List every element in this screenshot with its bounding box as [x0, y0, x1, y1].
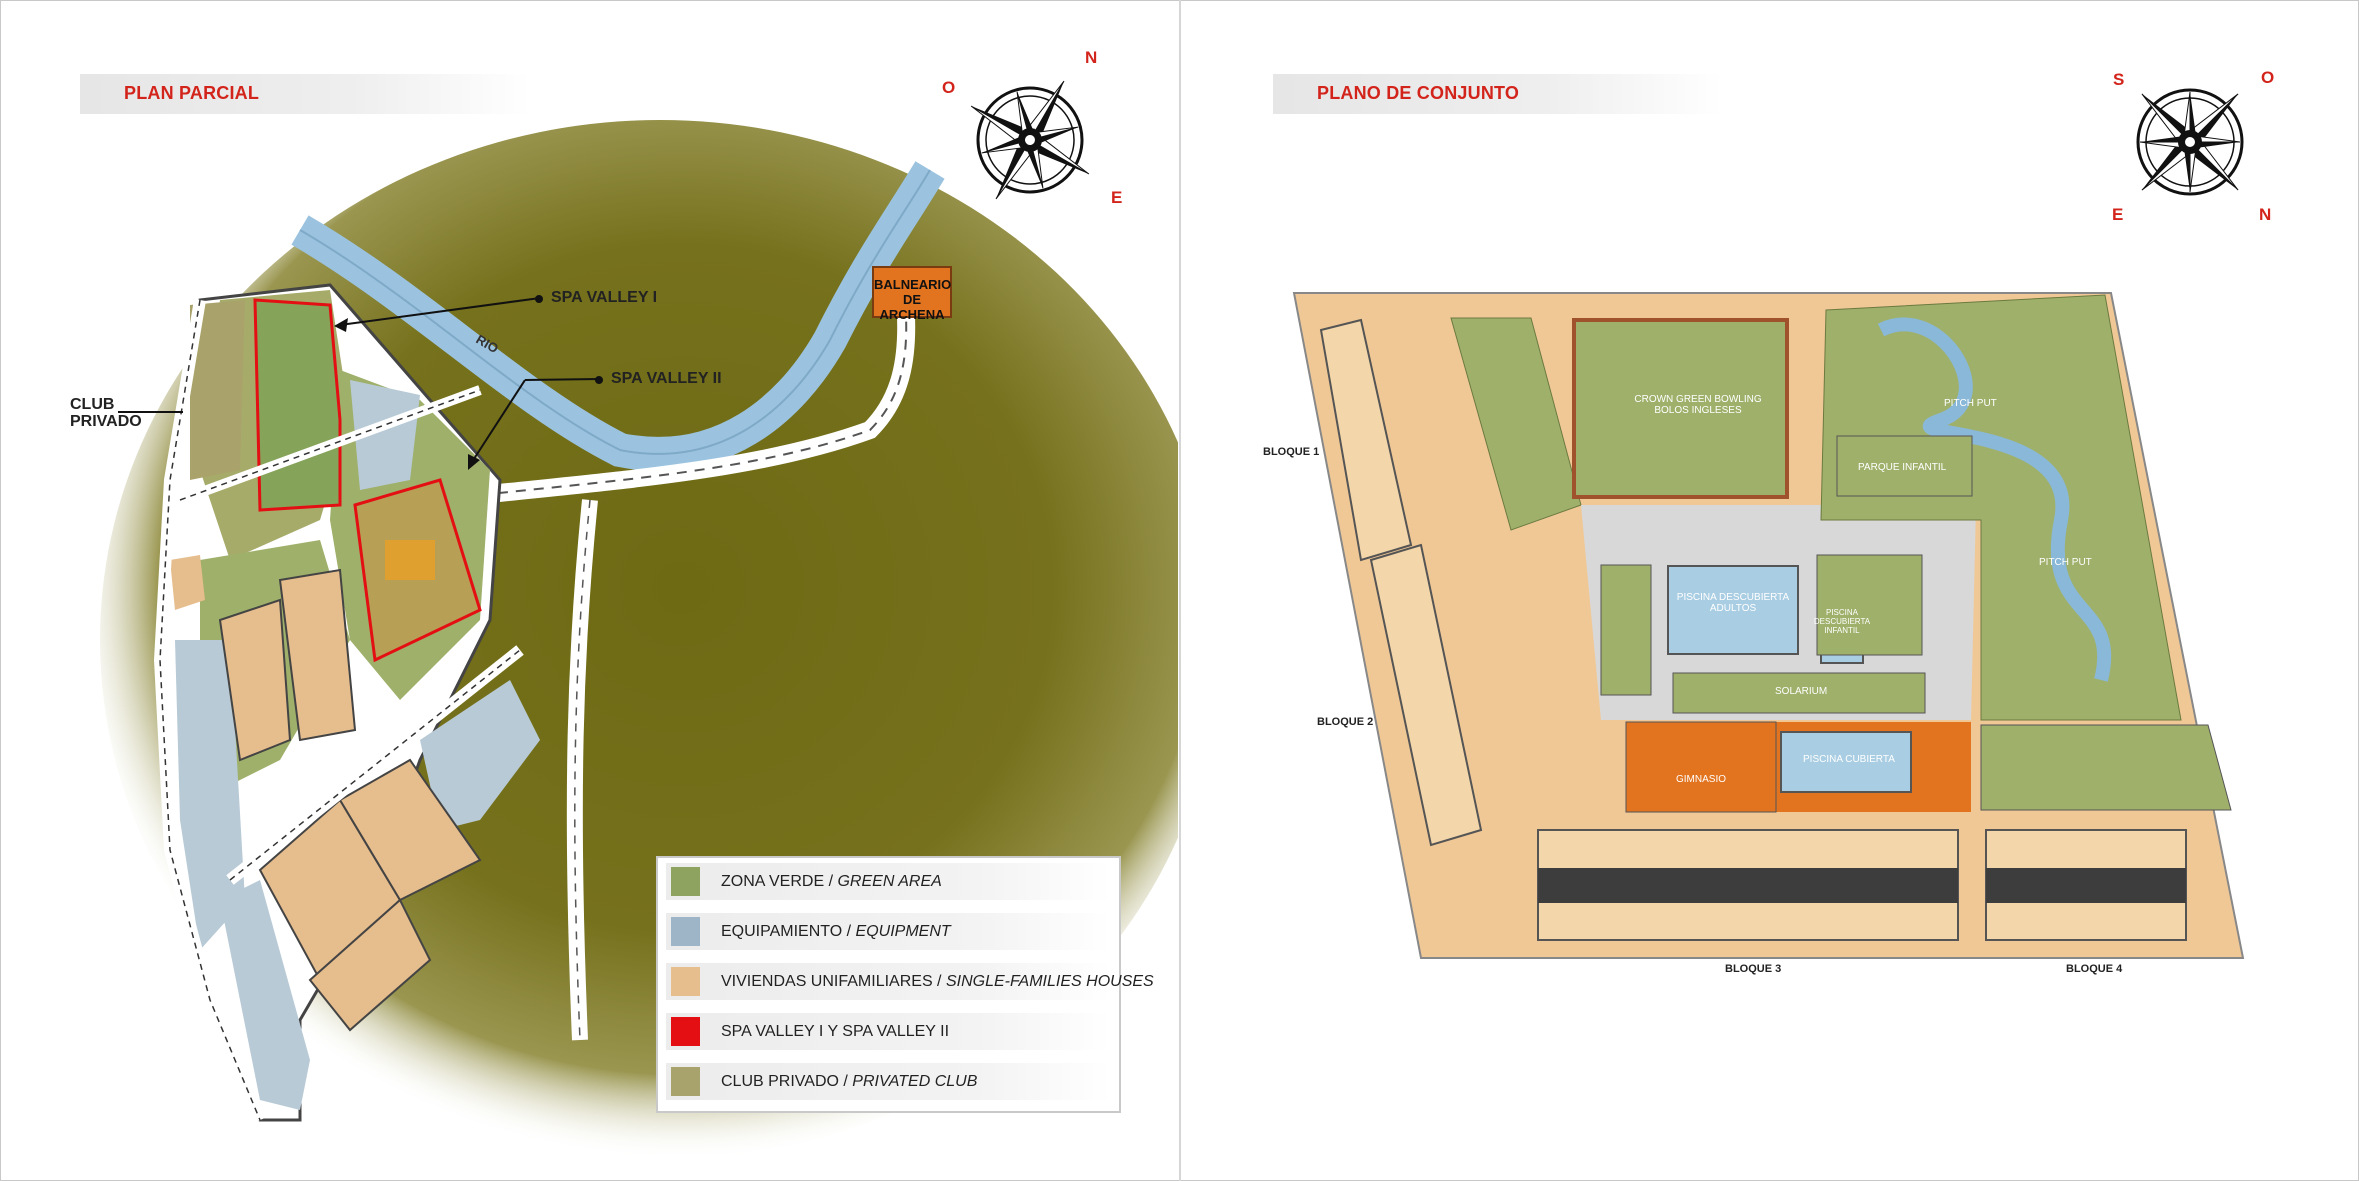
label-bowling-line2: BOLOS INGLESES	[1654, 405, 1742, 416]
balneario-line2: DE ARCHENA	[879, 292, 945, 322]
legend-label: CLUB PRIVADO /	[721, 1073, 853, 1090]
legend-item-single-family: VIVIENDAS UNIFAMILIARES / SINGLE-FAMILIE…	[666, 963, 1154, 1000]
compass-icon	[950, 60, 1110, 220]
label-piscina-adultos-line1: PISCINA DESCUBIERTA	[1676, 592, 1790, 603]
label-pitch-put-1: PITCH PUT	[1944, 398, 1997, 409]
page-title: PLANO DE CONJUNTO	[1317, 83, 1520, 103]
title-bar: PLAN PARCIAL	[80, 74, 530, 114]
legend-label: SPA VALLEY I Y SPA VALLEY II	[721, 1023, 950, 1040]
label-piscina-infantil-line2: DESCUBIERTA	[1813, 617, 1871, 626]
legend-label: EQUIPAMIENTO /	[721, 923, 856, 940]
label-piscina-cubierta: PISCINA CUBIERTA	[1803, 754, 1895, 765]
plan-parcial-page: PLAN PARCIAL N O E S	[0, 0, 1178, 1181]
site-plan	[1292, 292, 2245, 959]
balneario-label: BALNEARIO DE ARCHENA	[872, 266, 952, 322]
title-bar: PLANO DE CONJUNTO	[1273, 74, 1723, 114]
label-bowling: CROWN GREEN BOWLING BOLOS INGLESES	[1618, 394, 1778, 416]
compass-n: N	[2259, 205, 2272, 224]
legend-label-en: EQUIPMENT	[855, 923, 951, 940]
compass-w: O	[2261, 68, 2275, 87]
legend-label-en: SINGLE-FAMILIES HOUSES	[945, 973, 1154, 990]
label-parque-infantil: PARQUE INFANTIL	[1858, 462, 1947, 473]
label-spa-valley-2: SPA VALLEY II	[595, 370, 722, 387]
label-piscina-adultos: PISCINA DESCUBIERTA ADULTOS	[1668, 592, 1798, 614]
legend-item-private-club: CLUB PRIVADO / PRIVATED CLUB	[666, 1063, 1111, 1100]
compass-e: E	[1111, 188, 1123, 207]
balneario-line1: BALNEARIO	[874, 277, 952, 292]
legend-swatch	[671, 1067, 700, 1096]
compass-e: E	[2112, 205, 2124, 224]
map-legend: ZONA VERDE / GREEN AREA EQUIPAMIENTO / E…	[656, 856, 1154, 1113]
master-plan-map: RIO	[100, 120, 1178, 1160]
compass-n: N	[1085, 48, 1098, 67]
label-piscina-adultos-line2: ADULTOS	[1709, 603, 1757, 614]
compass-w: O	[942, 78, 956, 97]
compass-icon	[2110, 62, 2270, 222]
label-solarium: SOLARIUM	[1775, 686, 1828, 697]
label-gimnasio: GIMNASIO	[1676, 774, 1727, 785]
legend-item-green-area: ZONA VERDE / GREEN AREA	[666, 863, 1111, 900]
label-club-privado-line1: CLUB	[70, 396, 115, 413]
legend-item-spa-valley: SPA VALLEY I Y SPA VALLEY II	[666, 1013, 1111, 1050]
legend-swatch	[671, 867, 700, 896]
label-bloque-1: BLOQUE 1	[1263, 446, 1320, 458]
legend-label-en: PRIVATED CLUB	[852, 1073, 978, 1090]
label-piscina-infantil-line1: PISCINA	[1825, 608, 1858, 617]
label-bloque-2: BLOQUE 2	[1317, 716, 1374, 728]
legend-swatch	[671, 1017, 700, 1046]
label-piscina-infantil: PISCINA DESCUBIERTA INFANTIL	[1813, 608, 1871, 635]
label-piscina-infantil-line3: INFANTIL	[1824, 626, 1860, 635]
legend-swatch	[671, 967, 700, 996]
page-title: PLAN PARCIAL	[124, 83, 260, 103]
label-bloque-3: BLOQUE 3	[1725, 963, 1782, 975]
compass-s: S	[2113, 70, 2125, 89]
legend-item-equipment: EQUIPAMIENTO / EQUIPMENT	[666, 913, 1111, 950]
label-club-privado: CLUB PRIVADO	[70, 396, 142, 430]
legend-label: VIVIENDAS UNIFAMILIARES /	[721, 973, 946, 990]
label-spa-valley-1: SPA VALLEY I	[534, 289, 658, 306]
label-bloque-4: BLOQUE 4	[2066, 963, 2123, 975]
legend-label: ZONA VERDE /	[721, 873, 838, 890]
label-club-privado-line2: PRIVADO	[70, 413, 142, 430]
page-divider	[1179, 0, 1181, 1181]
plano-de-conjunto-page: PLANO DE CONJUNTO S O E	[1181, 0, 2359, 1181]
label-pitch-put-2: PITCH PUT	[2039, 557, 2092, 568]
legend-label-en: GREEN AREA	[837, 873, 942, 890]
label-bowling-line1: CROWN GREEN BOWLING	[1634, 394, 1762, 405]
legend-swatch	[671, 917, 700, 946]
